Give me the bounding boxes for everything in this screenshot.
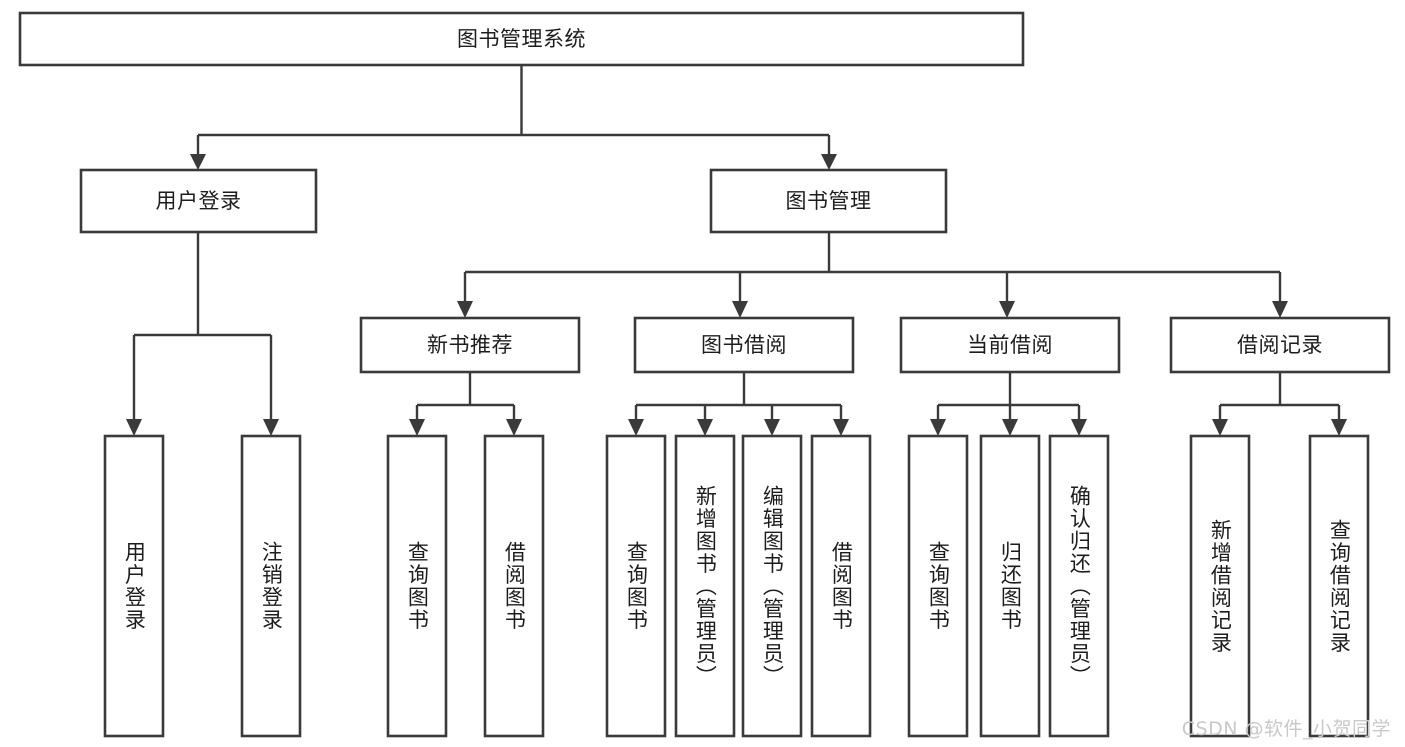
node-root-box[interactable] [18, 11, 1025, 67]
leaf-borrow-book-borrow-label: 借阅图书 [829, 541, 854, 631]
leaf-query-book-borrow[interactable]: 查询图书 [605, 434, 667, 738]
node-book-manage-box[interactable] [709, 168, 948, 234]
leaf-confirm-return-admin[interactable]: 确认归还（管理员） [1048, 434, 1110, 738]
leaf-query-book-current-label: 查询图书 [926, 541, 951, 631]
leaf-query-book-borrow-box[interactable] [605, 434, 667, 738]
node-borrow-record-label: 借阅记录 [1237, 333, 1323, 357]
node-borrow-record[interactable]: 借阅记录 [1169, 316, 1391, 374]
arrow-new-book-leaf-1-icon [409, 419, 425, 436]
leaf-query-book-recommend-label: 查询图书 [405, 541, 430, 631]
leaf-borrow-book-recommend[interactable]: 借阅图书 [483, 434, 545, 738]
node-current-borrow[interactable]: 当前借阅 [899, 316, 1121, 374]
arrow-borrow-book-leaf-3-icon [764, 419, 780, 436]
node-new-book-recommend[interactable]: 新书推荐 [359, 316, 581, 374]
leaf-query-book-current[interactable]: 查询图书 [907, 434, 969, 738]
leaf-query-book-borrow-label: 查询图书 [624, 541, 649, 631]
leaf-logout-box[interactable] [240, 434, 302, 738]
leaf-query-book-current-box[interactable] [907, 434, 969, 738]
arrow-current-borrow-leaf-2-icon [1002, 419, 1018, 436]
node-book-manage-label: 图书管理 [786, 189, 872, 213]
node-root[interactable]: 图书管理系统 [18, 11, 1025, 67]
leaf-add-book-admin-label: 新增图书（管理员） [693, 484, 718, 688]
leaf-borrow-book-recommend-box[interactable] [483, 434, 545, 738]
arrow-user-login-leaf-1-icon [126, 419, 142, 436]
arrow-borrow-book-leaf-1-icon [628, 419, 644, 436]
leaf-borrow-book-borrow[interactable]: 借阅图书 [810, 434, 872, 738]
leaf-borrow-book-borrow-box[interactable] [810, 434, 872, 738]
leaf-query-book-recommend-box[interactable] [386, 434, 448, 738]
node-root-label: 图书管理系统 [457, 27, 586, 51]
leaf-add-borrow-record[interactable]: 新增借阅记录 [1189, 434, 1251, 738]
arrow-current-borrow-leaf-1-icon [930, 419, 946, 436]
node-new-book-recommend-label: 新书推荐 [427, 333, 513, 357]
leaf-logout[interactable]: 注销登录 [240, 434, 302, 738]
node-book-borrow[interactable]: 图书借阅 [633, 316, 855, 374]
node-borrow-record-box[interactable] [1169, 316, 1391, 374]
leaf-add-book-admin-box[interactable] [674, 434, 736, 738]
leaf-return-book-box[interactable] [979, 434, 1041, 738]
arrow-to-borrow-book-icon [732, 301, 748, 318]
arrow-user-login-leaf-2-icon [263, 419, 279, 436]
node-user-login-label: 用户登录 [156, 189, 242, 213]
arrow-to-new-book-icon [457, 301, 473, 318]
leaf-edit-book-admin-label: 编辑图书（管理员） [760, 484, 785, 688]
leaf-logout-label: 注销登录 [259, 541, 284, 631]
leaf-return-book-label: 归还图书 [998, 541, 1023, 631]
leaf-query-borrow-record[interactable]: 查询借阅记录 [1308, 434, 1370, 738]
arrow-borrow-record-leaf-1-icon [1212, 419, 1228, 436]
node-book-manage[interactable]: 图书管理 [709, 168, 948, 234]
leaf-user-login[interactable]: 用户登录 [103, 434, 165, 738]
arrow-borrow-book-leaf-2-icon [697, 419, 713, 436]
leaf-user-login-box[interactable] [103, 434, 165, 738]
connector-layer [126, 65, 1347, 436]
arrow-to-book-manage-icon [821, 154, 837, 170]
leaf-add-book-admin[interactable]: 新增图书（管理员） [674, 434, 736, 738]
leaf-add-borrow-record-box[interactable] [1189, 434, 1251, 738]
node-book-borrow-box[interactable] [633, 316, 855, 374]
leaf-add-borrow-record-label: 新增借阅记录 [1208, 518, 1233, 654]
arrow-borrow-record-leaf-2-icon [1331, 419, 1347, 436]
node-user-login[interactable]: 用户登录 [79, 168, 318, 234]
leaf-confirm-return-admin-box[interactable] [1048, 434, 1110, 738]
leaf-edit-book-admin[interactable]: 编辑图书（管理员） [741, 434, 803, 738]
node-new-book-recommend-box[interactable] [359, 316, 581, 374]
leaf-query-borrow-record-label: 查询借阅记录 [1327, 518, 1352, 654]
leaf-query-book-recommend[interactable]: 查询图书 [386, 434, 448, 738]
arrow-to-borrow-record-icon [1272, 301, 1288, 318]
leaf-return-book[interactable]: 归还图书 [979, 434, 1041, 738]
node-user-login-box[interactable] [79, 168, 318, 234]
arrow-new-book-leaf-2-icon [506, 419, 522, 436]
arrow-to-user-login-icon [190, 154, 206, 170]
arrow-borrow-book-leaf-4-icon [833, 419, 849, 436]
leaf-query-borrow-record-box[interactable] [1308, 434, 1370, 738]
leaf-edit-book-admin-box[interactable] [741, 434, 803, 738]
node-current-borrow-box[interactable] [899, 316, 1121, 374]
node-current-borrow-label: 当前借阅 [967, 333, 1053, 357]
leaf-confirm-return-admin-label: 确认归还（管理员） [1067, 484, 1092, 688]
arrow-current-borrow-leaf-3-icon [1071, 419, 1087, 436]
leaf-user-login-label: 用户登录 [122, 541, 147, 631]
arrow-to-current-borrow-icon [999, 301, 1015, 318]
node-book-borrow-label: 图书借阅 [701, 333, 787, 357]
leaf-borrow-book-recommend-label: 借阅图书 [502, 541, 527, 631]
